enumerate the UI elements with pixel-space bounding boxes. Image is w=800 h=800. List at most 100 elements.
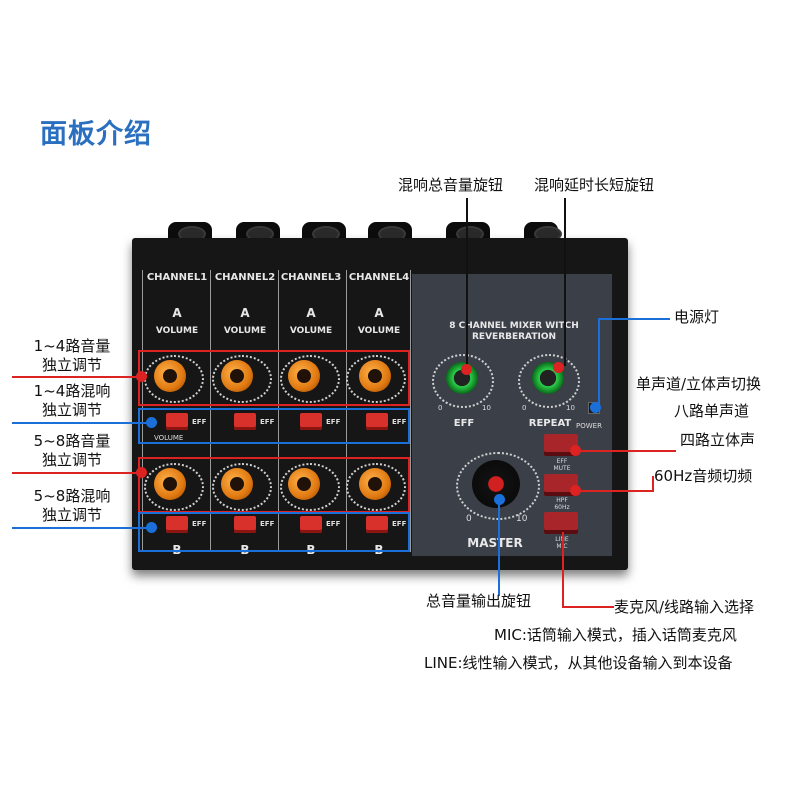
ch2-b-volume-knob[interactable] [221,468,253,500]
label-reverb-delay: 混响延时长短旋钮 [534,176,655,194]
pointer-line [564,198,566,366]
knob-scale [212,463,272,511]
highlight-rev-1-4 [138,408,410,444]
pointer-line [562,532,564,608]
pointer-dot [570,445,581,456]
pointer-line [12,376,140,378]
eff-label: EFF [326,418,341,426]
ch4-b-volume-knob[interactable] [359,468,391,500]
ch1-b-volume-knob[interactable] [154,468,186,500]
ch4-a-eff-button[interactable] [366,413,388,430]
pointer-line [598,318,670,320]
eff-label: EFF [260,520,275,528]
pointer-dot [136,467,147,478]
knob-scale [144,463,204,511]
label-power-light: 电源灯 [674,308,720,326]
repeat-knob-label: REPEAT [528,418,572,429]
panel-title-line2: REVERBERATION [472,332,556,342]
eff-label: EFF [192,520,207,528]
ch4-b-eff-button[interactable] [366,516,388,533]
pointer-line [598,318,600,406]
label-four-stereo: 四路立体声 [680,431,756,449]
ch3-a-volume-knob[interactable] [288,360,320,392]
label-master-out: 总音量输出旋钮 [426,592,532,610]
channel-1-a: A [172,306,182,320]
eff-mute-label: EFF MUTE [553,458,571,472]
highlight-vol-5-8 [138,457,410,513]
channel-divider [410,270,411,552]
knob-scale [432,354,494,408]
channel-3-volume-label: VOLUME [289,326,333,336]
master-ten: 10 [516,514,528,524]
pointer-dot [494,494,505,505]
label-eight-mono: 八路单声道 [674,402,750,420]
label-mono-stereo: 单声道/立体声切换 [636,375,762,393]
highlight-rev-5-8 [138,512,410,552]
pointer-dot [553,362,564,373]
channel-divider [278,270,279,552]
pointer-line [574,490,654,492]
knob-scale [212,355,272,403]
pointer-line [498,500,500,596]
master-label: MASTER [467,536,523,550]
knob-scale [518,354,580,408]
eff-label: EFF [392,418,407,426]
pointer-line [12,527,152,529]
panel-title-line1: 8 CHANNEL MIXER WITCH [449,321,579,331]
eff-knob-label: EFF [453,418,475,429]
pointer-line [652,476,654,492]
eff-label: EFF [392,520,407,528]
channel-3-header: CHANNEL3 [280,272,342,283]
hpf-label: HPF 60Hz [554,497,570,511]
channel-1-header: CHANNEL1 [146,272,208,283]
label-reverb-total: 混响总音量旋钮 [398,176,504,194]
mono-stereo-button[interactable] [544,434,578,456]
pointer-line [466,198,468,368]
channel-4-header: CHANNEL4 [348,272,410,283]
channel-2-header: CHANNEL2 [214,272,276,283]
pointer-line [12,422,152,424]
label-rev14-a: 1~4路混响 [33,382,111,400]
eff-label: EFF [192,418,207,426]
line-mic-button[interactable] [544,512,578,534]
label-vol58-a: 5~8路音量 [33,432,111,450]
repeat-ten: 10 [566,404,575,412]
channel-4-a: A [374,306,384,320]
channel-2-volume-label: VOLUME [223,326,267,336]
pointer-dot [570,485,581,496]
highlight-vol-1-4 [138,350,410,406]
ch1-a-eff-button[interactable] [166,413,188,430]
knob-scale [346,463,406,511]
ch2-a-volume-knob[interactable] [221,360,253,392]
eff-zero: 0 [438,404,443,412]
ch1-a-volume-knob[interactable] [154,360,186,392]
ch2-a-eff-button[interactable] [234,413,256,430]
pointer-dot [590,402,601,413]
channel-divider [210,270,211,552]
pointer-line [562,606,614,608]
hpf-button[interactable] [544,474,578,496]
eff-label: EFF [260,418,275,426]
ch1-b-eff-button[interactable] [166,516,188,533]
master-zero: 0 [466,514,472,524]
label-vol14-a: 1~4路音量 [33,337,111,355]
ch2-b-eff-button[interactable] [234,516,256,533]
power-label: POWER [576,422,602,430]
ch4-a-volume-knob[interactable] [359,360,391,392]
label-mic-line: 麦克风/线路输入选择 [614,598,755,616]
channel-3-a: A [306,306,316,320]
label-hpf: 60Hz音频切频 [654,467,753,485]
ch3-b-eff-button[interactable] [300,516,322,533]
channel-1-volume-label: VOLUME [155,326,199,336]
ch3-a-eff-button[interactable] [300,413,322,430]
eff-label: EFF [326,520,341,528]
label-rev14-b: 独立调节 [41,401,102,419]
pointer-dot [136,371,147,382]
pointer-dot [146,522,157,533]
knob-scale [346,355,406,403]
label-vol14-b: 独立调节 [41,356,102,374]
ch3-b-volume-knob[interactable] [288,468,320,500]
page-title: 面板介绍 [40,119,152,150]
pointer-dot [146,417,157,428]
pointer-dot [461,364,472,375]
